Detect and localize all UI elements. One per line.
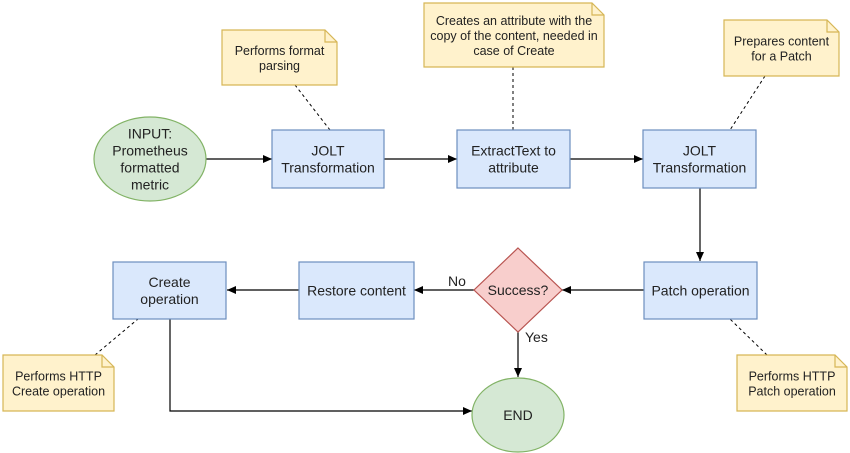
note-shape	[423, 2, 605, 68]
label-line: Patch operation	[651, 283, 749, 299]
node-shape	[456, 129, 571, 189]
note-shape	[723, 19, 840, 77]
node-shape	[271, 129, 385, 189]
node-shape	[473, 247, 563, 333]
label-line: formatted	[120, 160, 179, 176]
label-line: Restore content	[307, 283, 406, 299]
label-line: metric	[131, 177, 169, 193]
node-shape	[643, 261, 758, 320]
label-line: Create operation	[12, 385, 105, 399]
label-line: Prepares content	[734, 35, 830, 49]
label-line: JOLT	[311, 143, 345, 159]
label-line: ExtractText to	[471, 143, 556, 159]
node-shape	[642, 129, 757, 189]
label-line: for a Patch	[751, 50, 811, 64]
note-fold	[101, 355, 114, 368]
note-link-prepares	[729, 75, 766, 131]
note-shape	[221, 29, 338, 86]
connectors	[94, 67, 768, 415]
label-line: INPUT:	[128, 126, 172, 142]
label-line: Prometheus	[112, 143, 187, 159]
label-line: Patch operation	[748, 385, 836, 399]
edge-label-yes: Yes	[525, 329, 548, 345]
note-fold	[324, 30, 337, 43]
note-shape	[736, 354, 848, 412]
patch-operation-box: Patch operation	[643, 261, 758, 320]
note-link-http-patch	[729, 318, 768, 356]
label-line: END	[503, 407, 533, 423]
node-shape	[93, 116, 207, 202]
success-decision: Success?	[473, 247, 563, 333]
label-line: Transformation	[281, 160, 375, 176]
node-shape	[298, 261, 415, 320]
label-line: Success?	[488, 282, 549, 298]
label-line: copy of the content, needed in	[430, 29, 598, 43]
node-shape	[471, 377, 565, 453]
note-link-http-create	[94, 318, 139, 356]
note-fold	[591, 3, 604, 16]
edge-create-to-end	[169, 319, 472, 415]
restore-content-box: Restore content	[298, 261, 415, 320]
label-line: Performs HTTP	[749, 370, 836, 384]
label-line: attribute	[488, 160, 539, 176]
label-line: Performs HTTP	[15, 370, 102, 384]
label-line: Creates an attribute with the	[436, 14, 592, 28]
note-fold	[826, 20, 839, 33]
label-line: operation	[140, 291, 198, 307]
label-line: case of Create	[473, 44, 554, 58]
note-shape	[2, 354, 115, 412]
label-line: Create	[148, 274, 190, 290]
node-shape	[112, 261, 227, 320]
label-line: parsing	[259, 59, 300, 73]
label-line: Transformation	[653, 160, 747, 176]
label-line: JOLT	[683, 143, 717, 159]
label-line: Performs format	[235, 44, 325, 58]
note-fold	[834, 355, 847, 368]
note-link-format	[294, 84, 331, 131]
edge-label-no: No	[448, 273, 466, 289]
end-ellipse: END	[471, 377, 565, 453]
